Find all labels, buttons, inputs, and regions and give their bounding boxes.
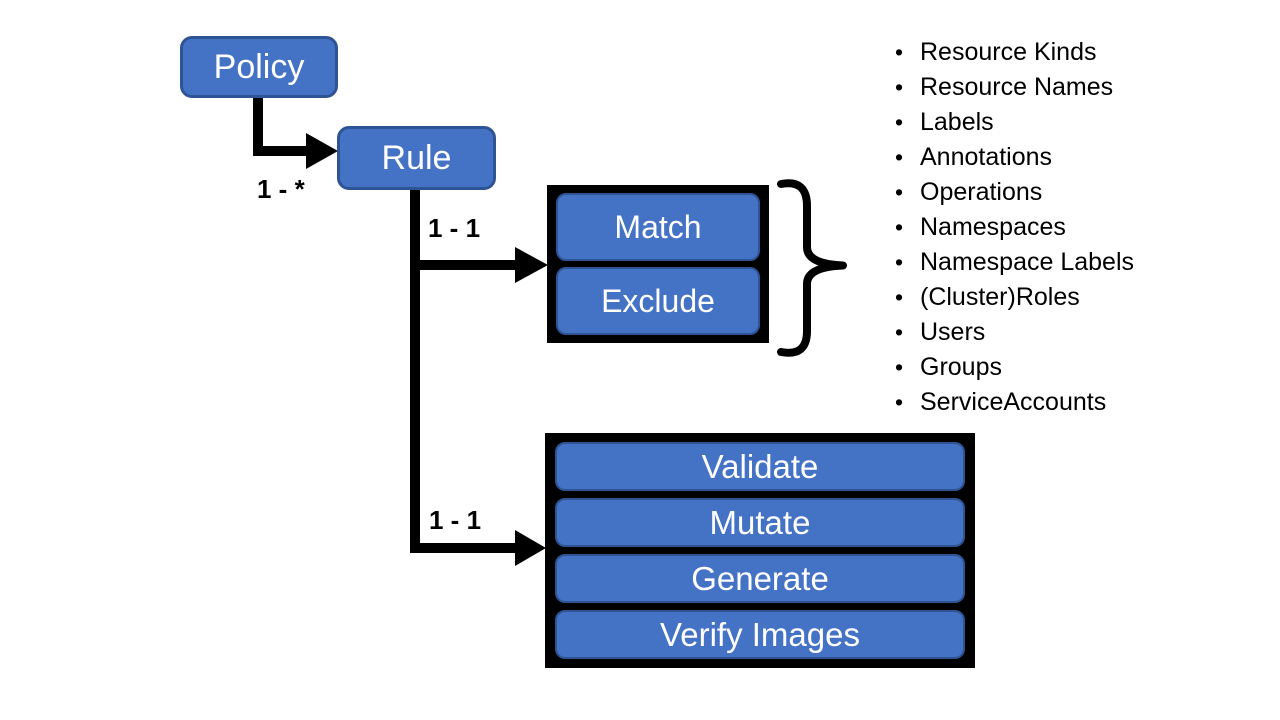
criteria-item-users: Users <box>891 315 1251 350</box>
policy-to-rule-arrowhead-icon <box>306 133 338 169</box>
rule-to-actions-arrowhead-icon <box>515 530 546 566</box>
rule-node: Rule <box>337 126 496 190</box>
criteria-item-groups: Groups <box>891 350 1251 385</box>
criteria-item-service-accounts: ServiceAccounts <box>891 385 1251 420</box>
criteria-item-labels: Labels <box>891 105 1251 140</box>
rule-node-label: Rule <box>381 139 452 177</box>
criteria-item-cluster-roles: (Cluster)Roles <box>891 280 1251 315</box>
mutate-node: Mutate <box>555 498 965 547</box>
policy-node: Policy <box>180 36 338 98</box>
criteria-item-namespaces: Namespaces <box>891 210 1251 245</box>
verify-images-node-label: Verify Images <box>660 616 860 653</box>
match-exclude-group: Match Exclude <box>547 185 769 343</box>
match-criteria-list: Resource Kinds Resource Names Labels Ann… <box>891 35 1251 420</box>
criteria-item-operations: Operations <box>891 175 1251 210</box>
generate-node: Generate <box>555 554 965 603</box>
criteria-item-namespace-labels: Namespace Labels <box>891 245 1251 280</box>
rule-match-cardinality-label: 1 - 1 <box>428 213 481 243</box>
criteria-item-annotations: Annotations <box>891 140 1251 175</box>
criteria-brace-icon <box>777 179 847 357</box>
exclude-node-label: Exclude <box>601 283 715 319</box>
rule-actions-group: Validate Mutate Generate Verify Images <box>545 433 975 668</box>
criteria-item-resource-kinds: Resource Kinds <box>891 35 1251 70</box>
policy-rule-cardinality-label: 1 - * <box>257 174 305 204</box>
policy-node-label: Policy <box>213 48 305 86</box>
verify-images-node: Verify Images <box>555 610 965 659</box>
match-node-label: Match <box>614 209 702 245</box>
mutate-node-label: Mutate <box>709 504 811 541</box>
criteria-item-resource-names: Resource Names <box>891 70 1251 105</box>
match-node: Match <box>556 193 760 261</box>
policy-to-rule-connector <box>253 95 308 156</box>
validate-node-label: Validate <box>701 448 819 485</box>
rule-actions-cardinality-label: 1 - 1 <box>429 505 482 535</box>
exclude-node: Exclude <box>556 267 760 335</box>
rule-to-match-arrowhead-icon <box>515 247 548 283</box>
validate-node: Validate <box>555 442 965 491</box>
generate-node-label: Generate <box>691 560 829 597</box>
